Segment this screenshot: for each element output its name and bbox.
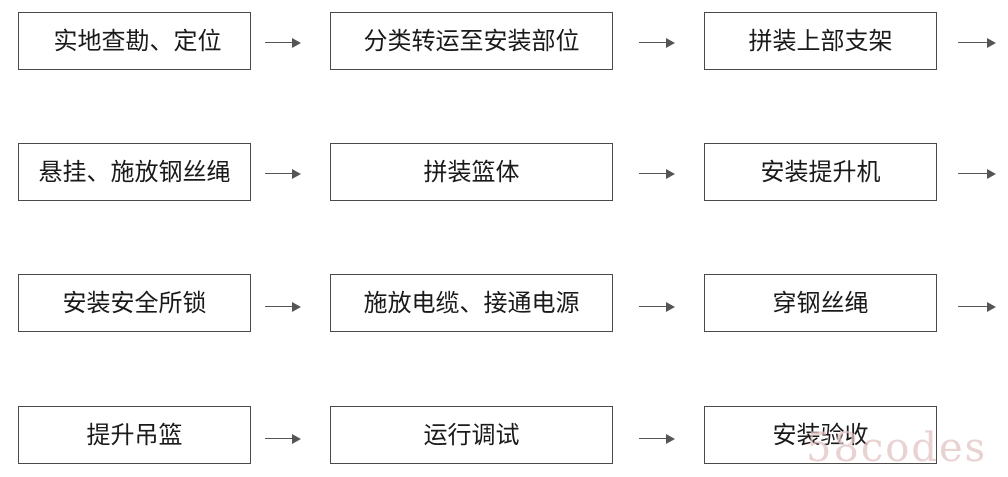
step-box-2-3: 安装提升机: [704, 143, 937, 201]
arrow-icon: [265, 302, 301, 312]
step-box-4-1: 提升吊篮: [18, 406, 251, 464]
step-label: 安装验收: [772, 421, 869, 449]
arrow-icon: [958, 38, 996, 48]
arrow-icon: [265, 169, 301, 179]
step-label: 实地查勘、定位: [53, 27, 222, 55]
arrow-icon: [265, 38, 301, 48]
step-box-4-3: 安装验收: [704, 406, 937, 464]
arrow-icon: [639, 434, 675, 444]
arrow-icon: [265, 434, 301, 444]
step-label: 拼装篮体: [423, 158, 520, 186]
watermark: 58codes: [806, 425, 988, 471]
step-box-4-2: 运行调试: [330, 406, 613, 464]
step-label: 穿钢丝绳: [772, 289, 869, 317]
step-box-1-2: 分类转运至安装部位: [330, 12, 613, 70]
step-box-1-3: 拼装上部支架: [704, 12, 937, 70]
step-box-3-3: 穿钢丝绳: [704, 274, 937, 332]
arrow-icon: [639, 302, 675, 312]
step-box-2-1: 悬挂、施放钢丝绳: [18, 143, 251, 201]
arrow-icon: [958, 169, 996, 179]
step-box-3-1: 安装安全所锁: [18, 274, 251, 332]
step-label: 施放电缆、接通电源: [363, 289, 580, 317]
step-box-3-2: 施放电缆、接通电源: [330, 274, 613, 332]
arrow-icon: [958, 302, 996, 312]
step-box-2-2: 拼装篮体: [330, 143, 613, 201]
step-box-1-1: 实地查勘、定位: [18, 12, 251, 70]
step-label: 分类转运至安装部位: [363, 27, 580, 55]
step-label: 悬挂、施放钢丝绳: [38, 158, 231, 186]
step-label: 运行调试: [423, 421, 520, 449]
step-label: 安装安全所锁: [62, 289, 207, 317]
step-label: 提升吊篮: [86, 421, 183, 449]
step-label: 安装提升机: [760, 158, 881, 186]
step-label: 拼装上部支架: [748, 27, 893, 55]
arrow-icon: [639, 38, 675, 48]
arrow-icon: [639, 169, 675, 179]
